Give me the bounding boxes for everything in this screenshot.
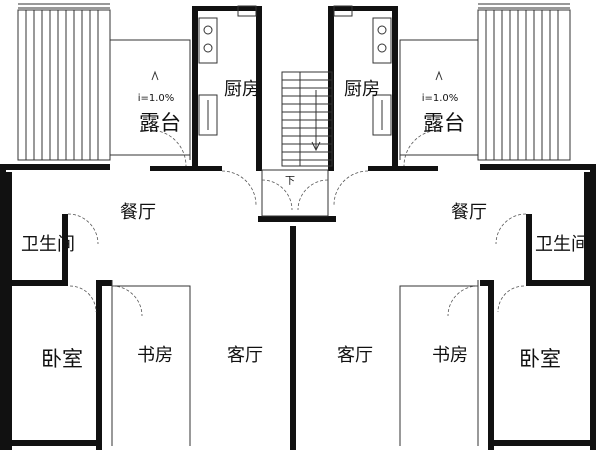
terrace-outlines: [110, 39, 478, 160]
study-left-label: 书房: [137, 345, 173, 366]
terrace-right-label: 露台: [423, 111, 465, 135]
bath-left-label: 卫生间: [21, 234, 75, 255]
living-right-label: 客厅: [337, 345, 373, 366]
slope-right-label: i=1.0%: [422, 93, 459, 104]
partitions: [67, 129, 527, 446]
stair-down-label: 下: [285, 176, 295, 187]
terrace-left-label: 露台: [139, 111, 181, 135]
kitchen-left-label: 厨房: [224, 79, 260, 100]
railing-right: [477, 3, 571, 161]
living-left-label: 客厅: [227, 345, 263, 366]
slope-left-arrow: [151, 70, 159, 81]
bedroom-left-label: 卧室: [41, 347, 83, 371]
outer-walls: [0, 164, 596, 450]
railing-left: [17, 3, 111, 161]
bedroom-right-label: 卧室: [519, 347, 561, 371]
bath-right-label: 卫生间: [535, 234, 589, 255]
study-right-label: 书房: [432, 345, 468, 366]
kitchen-left-walls: [192, 5, 262, 171]
dining-right-label: 餐厅: [451, 202, 487, 223]
slope-right-arrow: [435, 70, 443, 81]
kitchen-right-label: 厨房: [344, 79, 380, 100]
stairwell: [258, 71, 336, 222]
interior-walls: [6, 172, 590, 450]
dining-left-label: 餐厅: [120, 202, 156, 223]
slope-left-label: i=1.0%: [138, 93, 175, 104]
